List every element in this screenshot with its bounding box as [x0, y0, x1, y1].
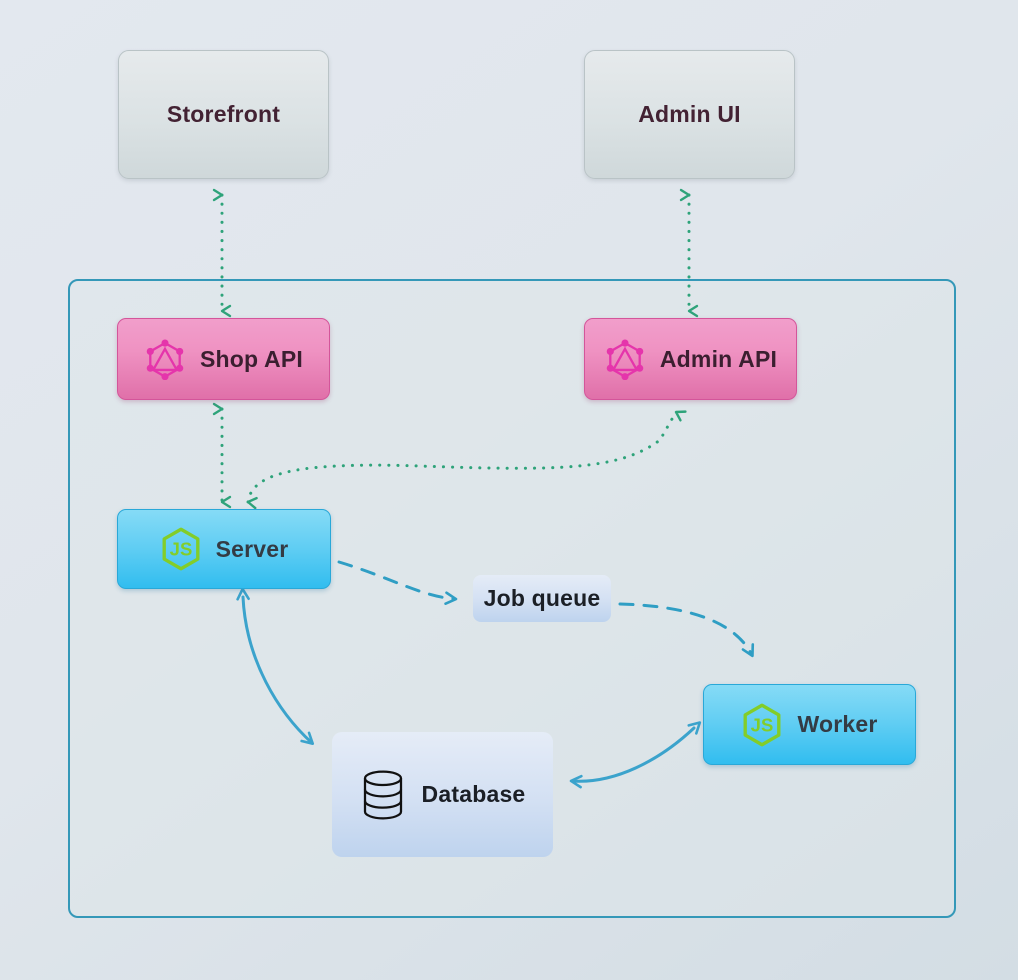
node-shop-api[interactable]: Shop API — [117, 318, 330, 400]
node-database-label: Database — [421, 781, 526, 807]
node-admin-api[interactable]: Admin API — [584, 318, 797, 400]
node-admin-ui[interactable]: Admin UI — [584, 50, 795, 179]
nodejs-icon: JS — [744, 703, 781, 746]
node-server[interactable]: JS Server — [117, 509, 331, 589]
node-admin-api-label: Admin API — [659, 345, 778, 372]
node-admin-ui-label: Admin UI — [638, 101, 741, 127]
graphql-icon — [146, 339, 184, 380]
node-database[interactable]: Database — [332, 732, 553, 857]
node-shop-api-label: Shop API — [200, 345, 303, 372]
node-storefront-label: Storefront — [166, 101, 281, 127]
graphql-icon — [606, 339, 644, 380]
svg-text:JS: JS — [169, 539, 192, 560]
node-storefront[interactable]: Storefront — [118, 50, 329, 179]
node-job-queue[interactable]: Job queue — [473, 575, 611, 622]
node-worker[interactable]: JS Worker — [703, 684, 916, 765]
node-server-label: Server — [215, 535, 289, 562]
svg-text:JS: JS — [751, 714, 774, 735]
node-worker-label: Worker — [797, 711, 878, 737]
nodejs-icon: JS — [162, 527, 200, 571]
database-icon — [363, 770, 402, 819]
node-job-queue-label: Job queue — [483, 585, 601, 611]
